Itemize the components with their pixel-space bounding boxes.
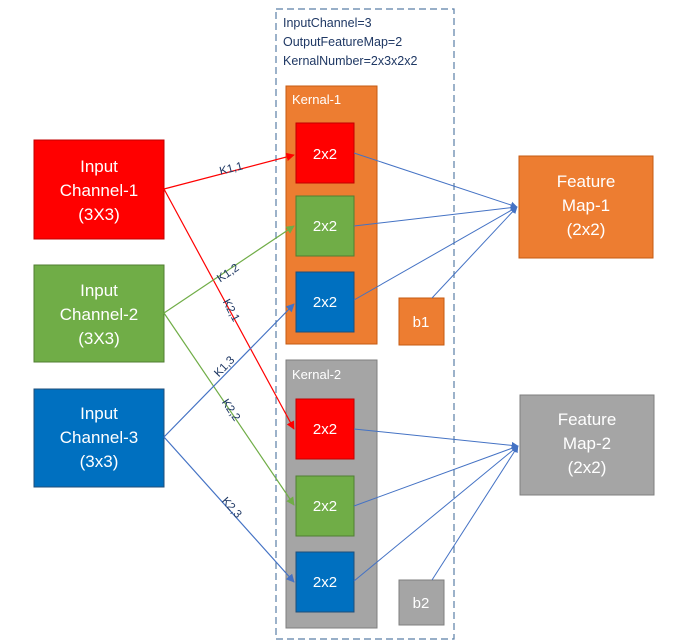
edge-label-k12: K1,2 <box>215 262 241 285</box>
input-channel-3-line2: Channel-3 <box>60 428 138 447</box>
kernel-1-cell-blue <box>295 271 355 333</box>
kernel-2-cell-red <box>295 398 355 460</box>
kernel-1-cell-red-label: 2x2 <box>313 146 337 163</box>
edge-input3-kernel2 <box>163 436 295 583</box>
edge-b2-fm2 <box>431 445 519 581</box>
kernel-1-title: Kernal-1 <box>292 92 341 107</box>
input-channel-3 <box>33 388 165 488</box>
edge-b1-fm1 <box>431 206 518 299</box>
input-channel-2 <box>33 264 165 363</box>
edge-k1red-fm1 <box>353 152 518 209</box>
input-channel-1-line3: (3X3) <box>78 205 120 224</box>
feature-map-2-line2: Map-2 <box>563 434 611 453</box>
input-channel-2-line1: Input <box>80 281 118 300</box>
edge-label-k11: K1,1 <box>218 160 244 177</box>
edge-input3-kernel1 <box>163 303 295 438</box>
kernel-group-frame <box>275 8 455 640</box>
info-input-channel: InputChannel=3 <box>283 16 372 30</box>
input-channel-1-line2: Channel-1 <box>60 181 138 200</box>
input-channel-3-line3: (3x3) <box>80 452 119 471</box>
feature-map-1-line1: Feature <box>557 172 616 191</box>
info-kernel-number: KernalNumber=2x3x2x2 <box>283 54 417 68</box>
input-channel-2-line2: Channel-2 <box>60 305 138 324</box>
feature-map-1 <box>518 155 654 259</box>
feature-map-1-line3: (2x2) <box>567 220 606 239</box>
input-channel-3-line1: Input <box>80 404 118 423</box>
edge-input2-kernel2 <box>163 312 295 506</box>
input-channel-1-line1: Input <box>80 157 118 176</box>
bias-b2 <box>398 579 445 626</box>
feature-map-1-line2: Map-1 <box>562 196 610 215</box>
kernel-1-cell-green-label: 2x2 <box>313 218 337 235</box>
edge-k1blue-fm1 <box>353 206 518 301</box>
kernel-2-cell-blue-label: 2x2 <box>313 574 337 591</box>
edge-k1green-fm1 <box>353 204 518 227</box>
edge-input1-kernel2 <box>163 188 295 430</box>
feature-map-2-line3: (2x2) <box>568 458 607 477</box>
edge-input2-kernel1 <box>163 225 295 314</box>
edge-input1-kernel1 <box>163 152 295 190</box>
edge-k2blue-fm2 <box>353 445 519 582</box>
kernel-1-cell-red <box>295 122 355 184</box>
edge-label-k21: K2,1 <box>220 297 242 324</box>
edge-label-k13: K1,3 <box>212 354 237 379</box>
bias-b1-label: b1 <box>413 314 430 331</box>
input-channel-1 <box>33 139 165 240</box>
edge-k2red-fm2 <box>353 428 519 449</box>
kernel-2-cell-green-label: 2x2 <box>313 498 337 515</box>
edge-label-k23: K2,3 <box>219 495 244 521</box>
info-output-feature-map: OutputFeatureMap=2 <box>283 35 402 49</box>
bias-b2-label: b2 <box>413 595 430 612</box>
bias-b1 <box>398 297 445 346</box>
edge-label-k22: K2,2 <box>219 397 242 423</box>
kernel-2-cell-blue <box>295 551 355 613</box>
feature-map-2-line1: Feature <box>558 410 617 429</box>
input-channel-2-line3: (3X3) <box>78 329 120 348</box>
feature-map-2 <box>519 394 655 496</box>
kernel-2-title: Kernal-2 <box>292 367 341 382</box>
edge-k2green-fm2 <box>353 444 519 507</box>
kernel-1-cell-blue-label: 2x2 <box>313 294 337 311</box>
kernel-2-cell-red-label: 2x2 <box>313 421 337 438</box>
